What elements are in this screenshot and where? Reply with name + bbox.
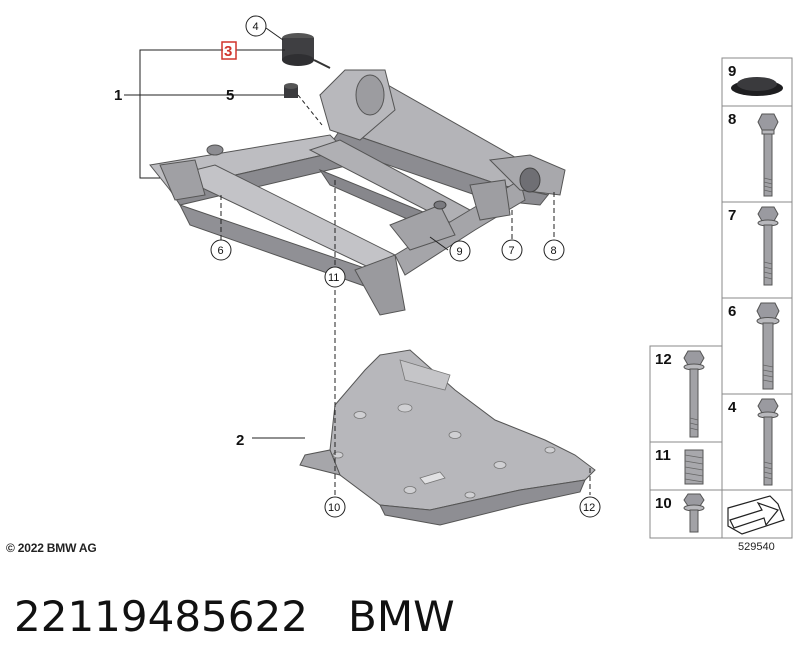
side-label-11: 11 [655, 447, 671, 464]
bolt-4-icon [757, 398, 779, 486]
callout-11: 11 [328, 272, 339, 284]
bolt-8-icon [757, 113, 779, 197]
callout-12: 12 [583, 502, 595, 514]
side-label-10: 10 [655, 495, 672, 512]
side-label-6: 6 [728, 303, 736, 320]
rubber-mount-part-4 [282, 33, 331, 69]
callout-2: 2 [236, 432, 244, 449]
underbody-protection-plate [299, 349, 596, 526]
copyright-notice: © 2022 BMW AG [6, 541, 97, 555]
brand-name: BMW [348, 592, 455, 641]
hardware-parts-grid [649, 57, 793, 539]
arrow-icon [727, 495, 785, 535]
highlight-box [221, 41, 237, 60]
callout-labels: 1 2 3 4 5 6 7 8 9 10 11 12 [114, 15, 601, 518]
bolt-10-icon [683, 493, 705, 533]
callout-3: 3 [224, 43, 232, 60]
side-label-7: 7 [728, 207, 736, 224]
callout-1: 1 [114, 87, 122, 104]
threaded-insert-11-icon [684, 449, 704, 485]
side-part-labels: 9 8 7 6 4 12 11 10 [655, 63, 737, 512]
side-label-4: 4 [728, 399, 737, 416]
exploded-parts-diagram: 1 2 3 4 5 6 7 8 9 10 11 12 9 8 [114, 15, 793, 539]
callout-8: 8 [551, 245, 557, 257]
plug-cap-icon [731, 77, 783, 96]
reference-number: 529540 [738, 541, 775, 553]
callout-7: 7 [509, 245, 515, 257]
side-label-12: 12 [655, 351, 672, 368]
bushing-part-5 [284, 83, 298, 98]
callout-4: 4 [253, 21, 259, 33]
callout-10: 10 [328, 502, 340, 514]
callout-5: 5 [226, 87, 234, 104]
part-caption: 22119485622 BMW [14, 592, 455, 641]
callout-9: 9 [457, 246, 463, 258]
part-number: 22119485622 [14, 592, 308, 641]
bolt-7-icon [757, 206, 779, 286]
bolt-6-icon [756, 302, 780, 390]
rear-subframe [149, 69, 566, 316]
callout-6: 6 [218, 245, 224, 257]
side-label-8: 8 [728, 111, 736, 128]
bolt-12-icon [683, 350, 705, 438]
side-label-9: 9 [728, 63, 736, 80]
leader-lines [124, 27, 591, 495]
